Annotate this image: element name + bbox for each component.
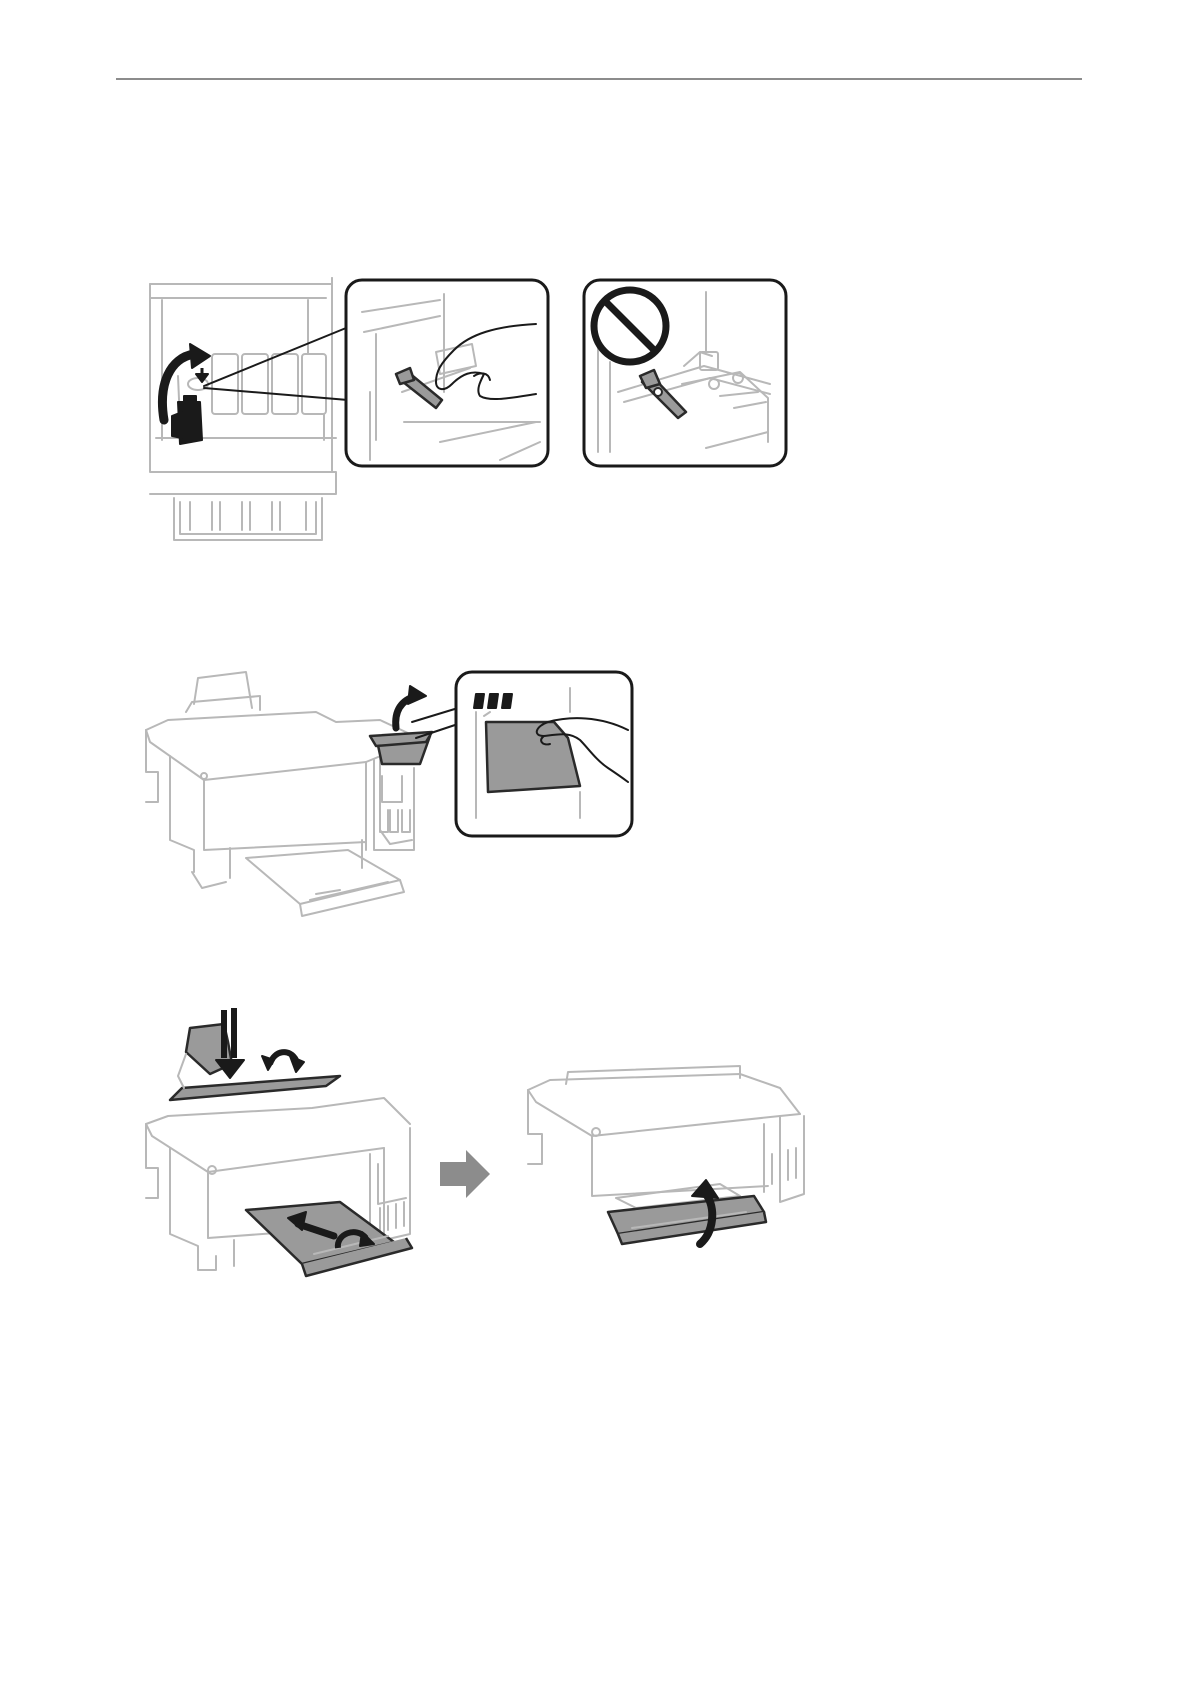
lift-arrow-icon: [396, 686, 426, 728]
printer-body: [146, 672, 414, 916]
printer-right: [528, 1066, 804, 1208]
prohibited-icon: [594, 290, 666, 362]
header-rule: [116, 78, 1082, 80]
figure-close-tank-cover: [140, 672, 700, 922]
paper-support: [170, 1024, 340, 1100]
callout-cover-close: [456, 672, 632, 836]
callout-press-cap: [346, 280, 548, 466]
output-tray-closed: [608, 1196, 766, 1244]
callout-do-not: [584, 280, 786, 466]
figure-ink-cap-close: [140, 272, 860, 592]
ink-cap: [172, 378, 208, 444]
next-step-arrow-icon: [440, 1150, 490, 1198]
figure-store-paper-support: [140, 1008, 900, 1290]
